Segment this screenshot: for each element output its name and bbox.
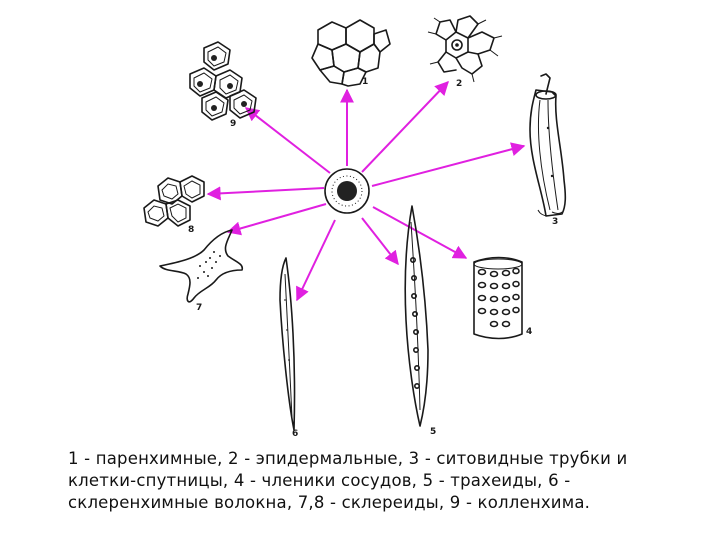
arrow-to-5 xyxy=(361,217,399,266)
arrow-to-2 xyxy=(361,80,449,173)
sieve-tube-cells: 3 xyxy=(529,73,567,227)
label-8: 8 xyxy=(188,225,194,235)
arrow-to-3 xyxy=(371,142,526,187)
label-7: 7 xyxy=(196,303,202,313)
label-2: 2 xyxy=(456,79,462,89)
tracheid-pits xyxy=(409,256,420,389)
epidermal-cells: 2 xyxy=(427,15,503,89)
arrow-to-8 xyxy=(206,186,325,201)
arrow-to-7 xyxy=(226,203,327,236)
collenchyma-cells: 9 xyxy=(189,41,257,129)
label-9: 9 xyxy=(230,119,236,129)
tracheid-cell: 5 xyxy=(404,205,436,437)
vessel-pits xyxy=(477,267,520,328)
label-6: 6 xyxy=(292,429,298,439)
label-5: 5 xyxy=(430,427,436,437)
differentiation-arrows xyxy=(206,80,526,302)
vessel-member-cell: 4 xyxy=(473,256,532,340)
central-meristem-cell xyxy=(324,168,370,214)
arrow-to-9 xyxy=(244,107,331,174)
branched-sclereid: 7 xyxy=(159,229,244,313)
arrow-to-6 xyxy=(296,219,336,302)
label-1: 1 xyxy=(362,77,368,87)
sclerenchyma-fiber: 6 xyxy=(279,257,298,439)
stone-cells: 8 xyxy=(143,175,205,235)
label-3: 3 xyxy=(552,217,558,227)
label-4: 4 xyxy=(526,327,532,337)
figure-caption: 1 - паренхимные, 2 - эпидермальные, 3 - … xyxy=(68,449,628,512)
sclereid-granules xyxy=(197,251,221,279)
parenchyma-cells: 1 xyxy=(311,19,391,87)
arrow-to-4 xyxy=(372,206,468,259)
